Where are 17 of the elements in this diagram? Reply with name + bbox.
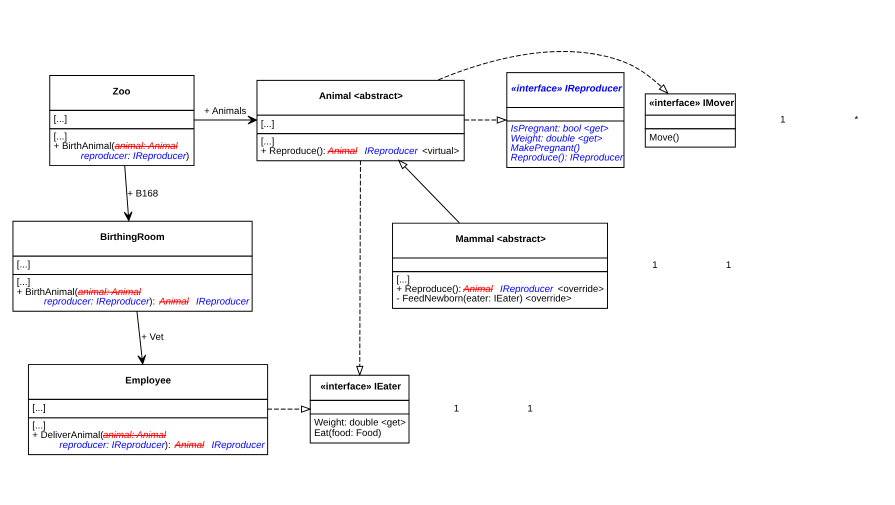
arrow [136, 310, 146, 364]
arrow [266, 405, 312, 413]
edge-label: + B168 [127, 188, 158, 200]
label: 1 [527, 404, 533, 415]
label: 1 [780, 114, 786, 126]
arrow [356, 160, 364, 377]
arrow [438, 51, 669, 94]
arrow [193, 116, 258, 124]
label: 1 [652, 260, 658, 272]
arrow [464, 116, 508, 124]
arrow [124, 164, 133, 222]
label: 1 [454, 404, 460, 415]
label: * [854, 114, 858, 126]
arrow [398, 159, 460, 224]
edge-label: + Vet [141, 332, 164, 343]
edge-label: + Animals [204, 106, 246, 118]
label: 1 [726, 260, 732, 272]
